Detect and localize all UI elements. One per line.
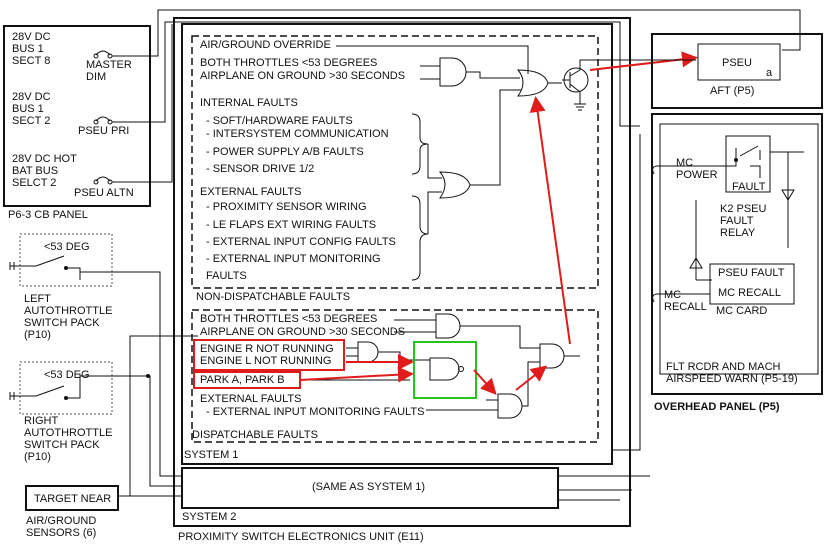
diode-icon [689,257,703,269]
system2-box [181,467,559,509]
and-gate-icon [357,341,379,363]
nd-internal-faults: INTERNAL FAULTS [200,97,298,109]
target-near-label: TARGET NEAR [34,493,111,505]
nd-external-item: FAULTS [206,270,247,282]
pseu-unit-box [173,17,631,527]
fault-relay-box [725,135,771,193]
nd-internal-item: - POWER SUPPLY A/B FAULTS [206,146,364,158]
left-deg-label: <53 DEG [44,241,90,253]
d-external-item: - EXTERNAL INPUT MONITORING FAULTS [206,406,424,418]
nd-both-throttles: BOTH THROTTLES <53 DEGREES [200,57,377,69]
aft-panel-label: AFT (P5) [710,85,754,97]
nand-gate-icon [429,357,460,381]
flt-rcdr-box [659,123,819,375]
overhead-panel [651,113,823,395]
cb-pseu-altn: PSEU ALTN [74,187,134,199]
nd-external-item: - LE FLAPS EXT WIRING FAULTS [206,219,376,231]
cb-pseu-pri: PSEU PRI [78,125,129,137]
diode-icon [770,151,804,248]
same-as-system1: (SAME AS SYSTEM 1) [312,481,425,493]
nd-air-ground-override: AIR/GROUND OVERRIDE [200,39,331,51]
pseu-fault-label: PSEU FAULT [718,267,785,279]
nd-external-faults: EXTERNAL FAULTS [200,186,301,198]
nd-internal-item: - SOFT/HARDWARE FAULTS [206,115,353,127]
master-dim-wire [150,9,801,57]
aft-pseu-label: PSEU [722,57,752,69]
breaker-icon [93,50,113,185]
dispatch-box [191,309,599,443]
system1-box [181,23,613,465]
or-gate-icon [516,69,549,97]
system1-label: SYSTEM 1 [184,449,238,461]
nd-internal-item: - INTERSYSTEM COMMUNICATION [206,128,389,140]
nondispatch-box [191,35,599,289]
or-gate-icon [438,171,471,199]
overhead-panel-label: OVERHEAD PANEL (P5) [654,401,780,413]
mc-card-box [709,263,795,305]
mc-recall-label: MC RECALL [718,287,781,299]
and-gate-icon [539,343,565,369]
aft-a-label: a [766,67,773,79]
nd-external-item: - PROXIMITY SENSOR WIRING [206,201,367,213]
fault-label: FAULT [732,181,766,193]
brace-icon [411,113,429,175]
aft-panel [651,33,823,109]
right-deg-label: <53 DEG [44,369,90,381]
d-engine-r: ENGINE R NOT RUNNING [200,343,334,355]
nd-external-item: - EXTERNAL INPUT CONFIG FAULTS [206,236,396,248]
nd-internal-item: - SENSOR DRIVE 1/2 [206,163,314,175]
and-gate-icon [439,57,467,87]
and-gate-icon [497,393,523,419]
mc-card-label: MC CARD [716,305,767,317]
d-airplane-ground: AIRPLANE ON GROUND >30 SECONDS [200,326,405,338]
nor-gate-highlight [413,341,477,399]
d-park: PARK A, PARK B [200,374,285,386]
brace-icon [411,195,429,281]
d-label: DISPATCHABLE FAULTS [192,429,318,441]
aft-pseu-light [697,43,781,81]
and-gate-icon [435,313,461,339]
system2-label: SYSTEM 2 [182,511,236,523]
nd-label: NON-DISPATCHABLE FAULTS [196,291,350,303]
d-both-throttles: BOTH THROTTLES <53 DEGREES [200,313,377,325]
d-engine-l: ENGINE L NOT RUNNING [200,355,331,367]
cb-panel-label: P6-3 CB PANEL [8,209,88,221]
d-external-faults: EXTERNAL FAULTS [200,393,301,405]
unit-label: PROXIMITY SWITCH ELECTRONICS UNIT (E11) [178,531,424,543]
engine-highlight-box [193,339,345,371]
pseu-pri-wire [150,21,640,127]
nd-airplane-ground: AIRPLANE ON GROUND >30 SECONDS [200,70,405,82]
nd-external-item: - EXTERNAL INPUT MONITORING [206,253,381,265]
